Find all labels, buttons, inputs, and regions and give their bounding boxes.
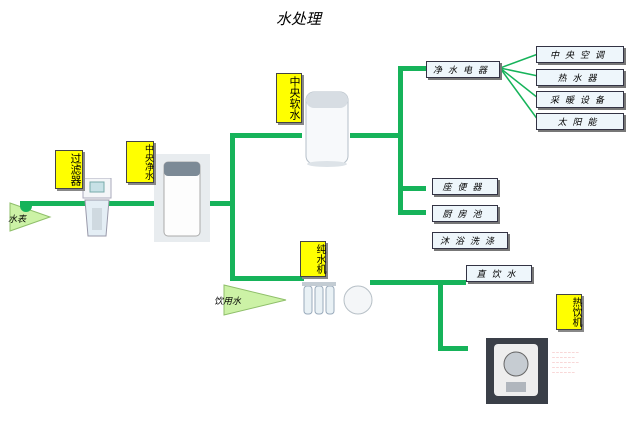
softened-output-appliance: 净水电器 [426,61,500,78]
pipe-to-ro [230,276,304,281]
purifier-tank-icon [154,154,210,242]
hot-drink-dispenser-icon [486,338,548,404]
softener-tank-icon [305,91,349,167]
pipe-softener-out [350,133,402,138]
pipe-to-direct-drink [438,280,466,285]
ro-label: 纯水机 [300,241,326,277]
pipe-to-toilet [398,186,426,191]
filter-label: 过滤器 [55,150,83,189]
appliance-heater: 热水器 [536,69,624,86]
drinking-input-arrow [223,284,287,316]
drinking-input-label: 饮用水 [214,297,242,307]
pipe-main-mid [108,201,156,206]
appliance-fan-lines [500,53,539,121]
pipe-main-left [20,201,88,206]
pipe-to-kitchen [398,210,426,215]
hot-drink-label: 热饮机 [556,294,582,330]
softened-output-bath: 沐浴洗涤 [432,232,508,249]
appliance-heating: 采暖设备 [536,91,624,108]
diagram-title: 水处理 [276,10,322,28]
pipe-to-softener [230,133,302,138]
meter-label: 水表 [8,215,27,225]
pipe-ro-out [370,280,442,285]
direct-drink-output: 直饮水 [466,265,532,282]
water-filter-icon [82,178,112,237]
pipe-branch-vertical [398,66,403,213]
pipe-drinking-vertical [438,280,443,350]
hot-drink-annotations: — — — — — — —— — — — — —— — — — — — —— —… [552,350,579,374]
ro-filter-icon [302,282,373,315]
pipe-main-right [208,201,234,206]
softened-output-toilet: 座便器 [432,178,498,195]
softener-label: 中央软水 [276,73,302,123]
pipe-to-appliance [398,66,426,71]
pipe-to-hot-drink [438,346,468,351]
appliance-ac: 中央空调 [536,46,624,63]
pipe-trunk-vertical [230,133,235,280]
softened-output-kitchen: 厨房池 [432,205,498,222]
appliance-solar: 太阳能 [536,113,624,130]
purifier-label: 中央净水 [126,141,154,183]
